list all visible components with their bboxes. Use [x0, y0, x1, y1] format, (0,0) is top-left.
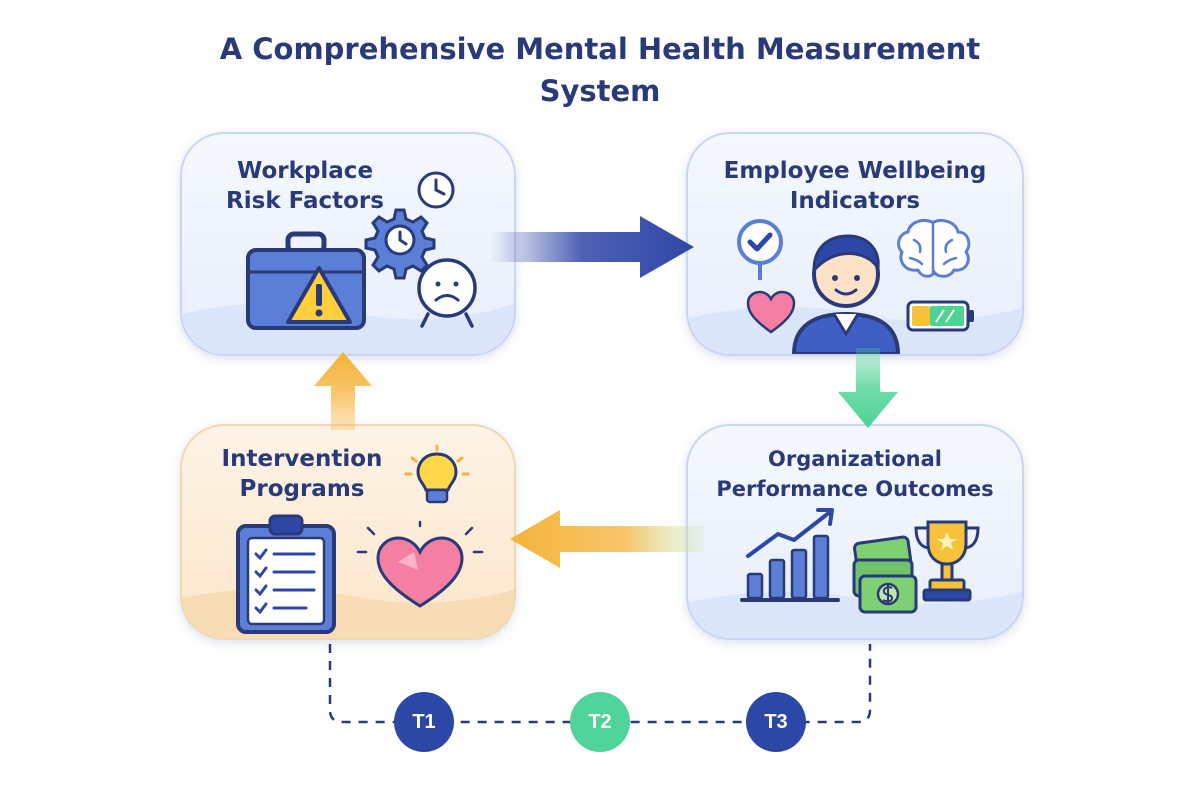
arrow-wellbeing-to-performance [838, 348, 898, 428]
arrow-performance-to-intervention [510, 510, 704, 568]
money-icon [852, 535, 918, 614]
timepoint-label: T1 [412, 710, 436, 733]
panel-title: Employee Wellbeing Indicators [723, 158, 987, 214]
panel-title: Workplace Risk Factors [226, 158, 384, 214]
panel-organizational-performance-outcomes: Organizational Performance Outcomes [686, 424, 1024, 640]
panel-title: Intervention Programs [221, 446, 383, 502]
timepoint-t1: T1 [394, 692, 454, 752]
panel-title: Organizational Performance Outcomes [716, 447, 994, 501]
panel-intervention-programs: Intervention Programs [180, 424, 516, 640]
lightbulb-icon [404, 444, 470, 504]
page-title: A Comprehensive Mental Health Measuremen… [219, 32, 981, 108]
heart-icon [746, 290, 796, 334]
sad-clock-icon [417, 258, 477, 328]
timepoint-t2: T2 [570, 692, 630, 752]
warning-icon [286, 266, 352, 324]
heart-icon [356, 520, 484, 608]
checkmark-icon [737, 219, 783, 280]
arrow-risk-to-wellbeing [490, 216, 694, 278]
timepoint-label: T3 [764, 710, 788, 733]
trophy-icon [914, 520, 980, 602]
person-icon [791, 234, 901, 354]
arrow-intervention-to-risk [314, 352, 372, 430]
battery-icon [906, 300, 974, 332]
bar-chart-icon [740, 508, 840, 602]
panel-workplace-risk-factors: Workplace Risk Factors [180, 132, 516, 356]
panel-employee-wellbeing-indicators: Employee Wellbeing Indicators [686, 132, 1024, 356]
timepoint-label: T2 [588, 710, 612, 733]
clipboard-icon [236, 514, 336, 634]
timepoint-t3: T3 [746, 692, 806, 752]
brain-icon [897, 218, 971, 278]
clock-icon [417, 171, 455, 209]
gear-clock-icon [364, 208, 436, 280]
panel-ground-decoration [688, 591, 1022, 638]
